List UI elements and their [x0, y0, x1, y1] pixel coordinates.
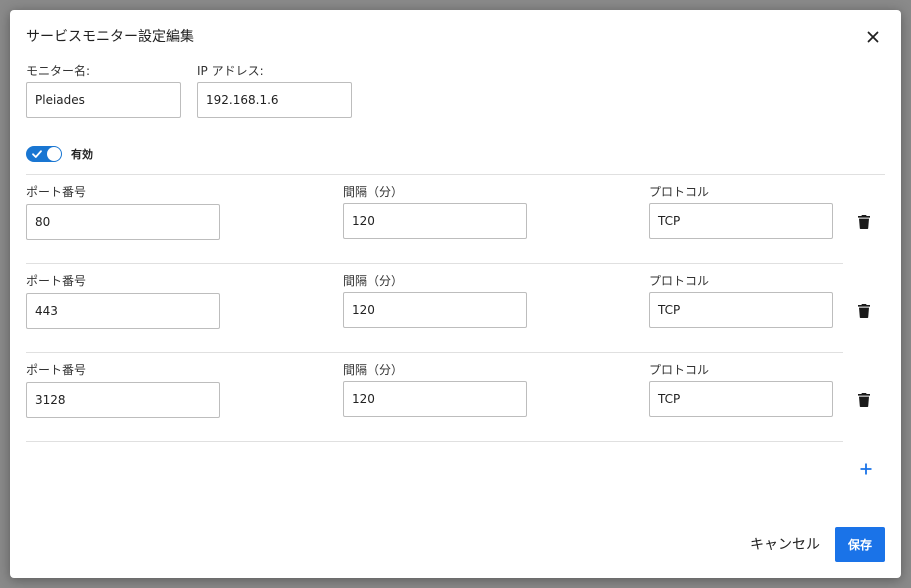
- delete-port-button[interactable]: [852, 210, 876, 234]
- divider: [26, 352, 843, 353]
- port-label: ポート番号: [26, 185, 87, 199]
- divider: [26, 441, 843, 442]
- save-button[interactable]: 保存: [835, 527, 885, 562]
- close-button[interactable]: [862, 26, 884, 48]
- interval-input[interactable]: 120: [343, 292, 527, 328]
- plus-icon: [860, 463, 872, 475]
- ip-address-input[interactable]: 192.168.1.6: [197, 82, 352, 118]
- monitor-name-input[interactable]: Pleiades: [26, 82, 181, 118]
- interval-label: 間隔（分）: [343, 274, 404, 288]
- protocol-label: プロトコル: [649, 185, 710, 199]
- delete-port-button[interactable]: [852, 388, 876, 412]
- enabled-toggle-row: 有効: [26, 146, 93, 162]
- port-input[interactable]: 80: [26, 204, 220, 240]
- check-icon: [32, 150, 42, 158]
- trash-icon: [858, 304, 870, 318]
- protocol-label: プロトコル: [649, 274, 710, 288]
- delete-port-button[interactable]: [852, 299, 876, 323]
- interval-input[interactable]: 120: [343, 381, 527, 417]
- protocol-input[interactable]: TCP: [649, 203, 833, 239]
- divider: [26, 263, 843, 264]
- enabled-label: 有効: [71, 148, 93, 161]
- interval-label: 間隔（分）: [343, 363, 404, 377]
- port-label: ポート番号: [26, 274, 87, 288]
- protocol-label: プロトコル: [649, 363, 710, 377]
- interval-label: 間隔（分）: [343, 185, 404, 199]
- monitor-name-label: モニター名:: [26, 64, 91, 78]
- close-icon: [867, 31, 879, 43]
- trash-icon: [858, 393, 870, 407]
- add-port-button[interactable]: [855, 458, 877, 480]
- interval-input[interactable]: 120: [343, 203, 527, 239]
- enabled-toggle[interactable]: [26, 146, 62, 162]
- cancel-button[interactable]: キャンセル: [750, 537, 820, 553]
- edit-monitor-dialog: サービスモニター設定編集 モニター名: Pleiades IP アドレス: 19…: [10, 10, 901, 578]
- port-input[interactable]: 3128: [26, 382, 220, 418]
- ip-address-label: IP アドレス:: [197, 64, 264, 78]
- port-input[interactable]: 443: [26, 293, 220, 329]
- protocol-input[interactable]: TCP: [649, 381, 833, 417]
- protocol-input[interactable]: TCP: [649, 292, 833, 328]
- toggle-knob: [47, 147, 61, 161]
- dialog-title: サービスモニター設定編集: [26, 29, 194, 45]
- trash-icon: [858, 215, 870, 229]
- port-label: ポート番号: [26, 363, 87, 377]
- divider: [26, 174, 885, 175]
